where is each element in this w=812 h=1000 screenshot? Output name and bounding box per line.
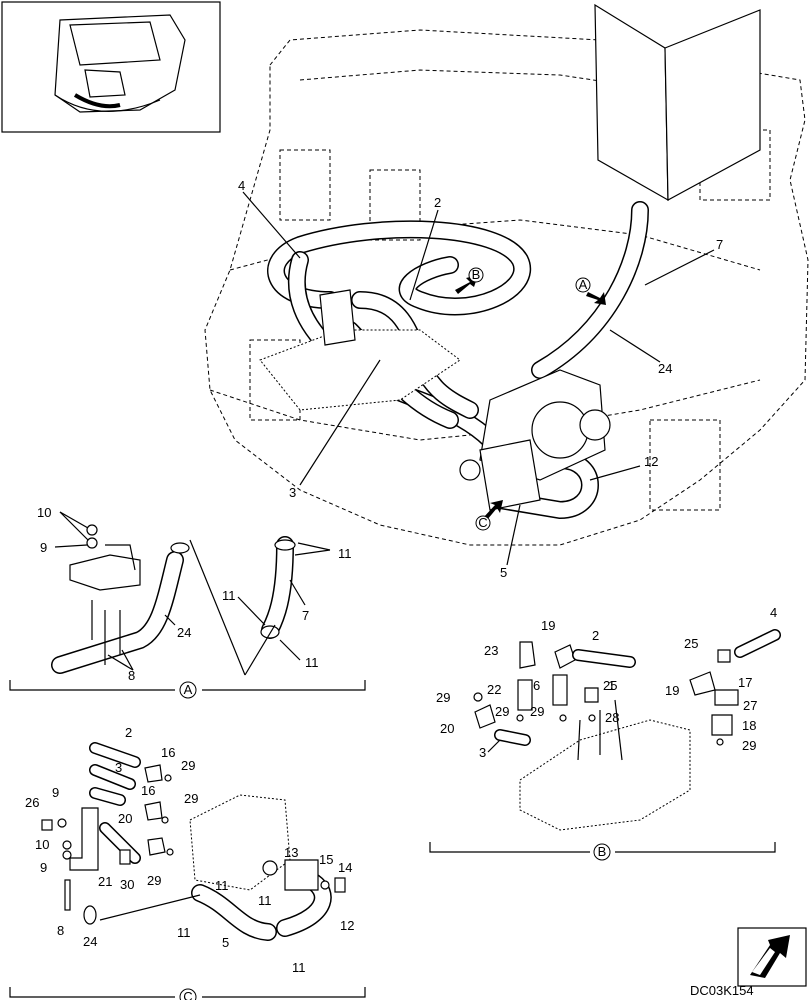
label-b-28: 28 [605,710,619,725]
label-b-18: 18 [742,718,756,733]
label-b-4: 4 [770,605,777,620]
label-5: 5 [500,565,507,580]
label-c-9-top: 9 [52,785,59,800]
label-c-11-bottom: 11 [292,960,306,975]
label-c-21: 21 [98,874,112,889]
orientation-arrow-icon [737,927,807,987]
label-a-24: 24 [177,625,191,640]
label-b-17: 17 [738,675,752,690]
label-b-22: 22 [487,682,501,697]
label-b-29-right: 29 [742,738,756,753]
label-b-23: 23 [484,643,498,658]
callout-c-main: C [478,515,487,530]
label-c-15: 15 [319,852,333,867]
label-c-11-left: 11 [177,925,191,940]
detail-a: A 10 9 11 11 7 24 11 8 [9,505,366,699]
label-c-29-top: 29 [181,758,195,773]
label-c-30: 30 [120,877,134,892]
label-c-3: 3 [115,760,122,775]
label-c-24: 24 [83,934,97,949]
label-a-7: 7 [302,608,309,623]
label-c-12: 12 [340,918,354,933]
label-c-29-bottom: 29 [147,873,161,888]
hose-24 [531,201,649,379]
leader-lines-main [242,191,715,566]
label-a-10: 10 [37,505,51,520]
label-a-11-left: 11 [222,588,236,603]
label-b-6: 6 [533,678,540,693]
figure-id: DC03K154 [690,983,754,998]
label-b-29-left: 29 [436,690,450,705]
callout-b-arrow: B [455,267,484,294]
callout-a-arrow: A [575,277,606,305]
label-c-11-right: 11 [258,893,272,908]
label-b-3: 3 [479,745,486,760]
label-c-9-bottom: 9 [40,860,47,875]
label-c-13: 13 [284,845,298,860]
label-c-10: 10 [35,837,49,852]
support-plate [594,3,761,202]
main-labels: 4 2 7 3 24 12 5 [238,178,723,580]
label-c-29-mid: 29 [184,791,198,806]
callout-a-main: A [579,277,588,292]
label-b-2: 2 [592,628,599,643]
machine-thumbnail [1,1,221,133]
detail-a-callout: A [184,682,193,697]
label-c-26: 26 [25,795,39,810]
label-b-19-right: 19 [665,683,679,698]
label-c-2: 2 [125,725,132,740]
control-valve [259,289,461,411]
label-a-11-bottom: 11 [305,655,319,670]
detail-c-callout: C [183,989,192,1000]
label-a-9: 9 [40,540,47,555]
pump [459,369,611,511]
label-c-20: 20 [118,811,132,826]
label-b-25-mid: 25 [603,678,617,693]
label-24: 24 [658,361,672,376]
detail-b: B 4 19 2 23 25 6 1 29 22 25 19 17 27 20 … [429,605,781,861]
label-c-16-mid: 16 [141,783,155,798]
label-b-1: 1 [608,678,615,693]
label-c-5: 5 [222,935,229,950]
callout-c-arrow: C [475,500,503,531]
detail-c: C 2 3 16 29 16 29 26 9 20 10 9 21 13 15 … [9,725,366,1000]
label-b-29-a: 29 [495,704,509,719]
label-b-27: 27 [743,698,757,713]
label-b-25-right: 25 [684,636,698,651]
label-b-19-top: 19 [541,618,555,633]
label-c-8: 8 [57,923,64,938]
label-c-11-top: 11 [215,878,229,893]
label-12: 12 [644,454,658,469]
label-b-20: 20 [440,721,454,736]
label-a-8: 8 [128,668,135,683]
callout-b-main: B [472,267,481,282]
label-c-14: 14 [338,860,352,875]
label-2: 2 [434,195,441,210]
label-3: 3 [289,485,296,500]
label-4: 4 [238,178,245,193]
detail-b-callout: B [598,844,607,859]
label-b-29-b: 29 [530,704,544,719]
label-7: 7 [716,237,723,252]
label-c-16-top: 16 [161,745,175,760]
label-a-11-top: 11 [338,546,352,561]
